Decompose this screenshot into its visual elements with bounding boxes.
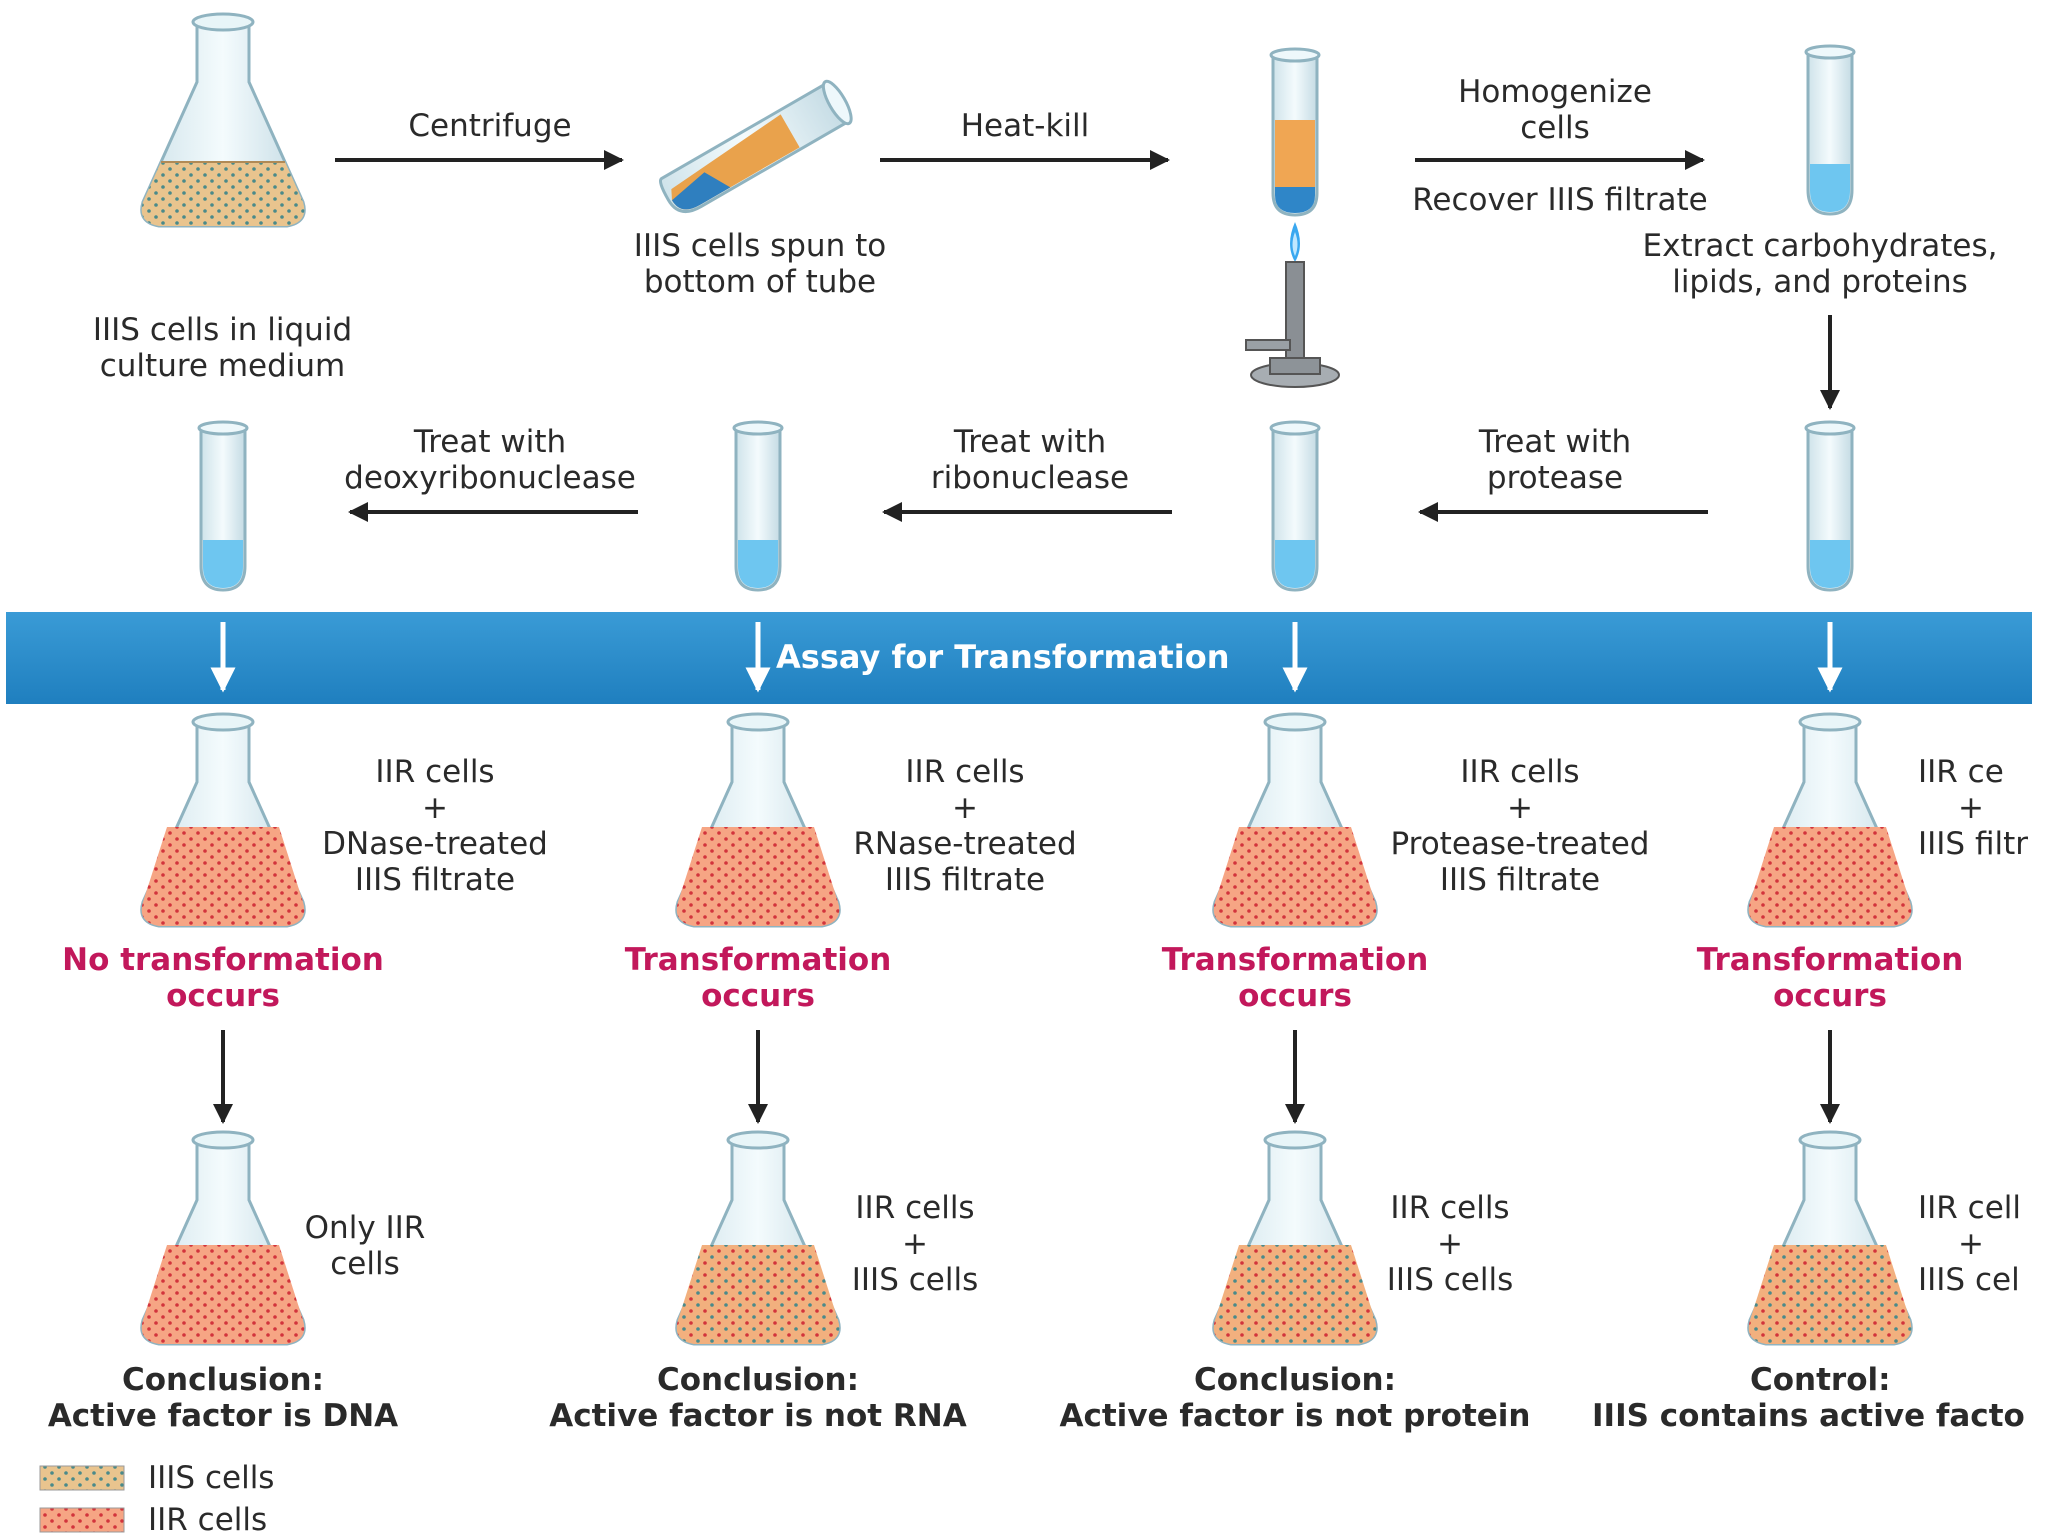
col4-result: Transformation occurs	[1696, 942, 1964, 1014]
col3-mix: IIR cells + Protease-treated IIIS filtra…	[1390, 754, 1650, 898]
heat-kill-label: Heat-kill	[960, 108, 1090, 144]
tube-row2-1	[197, 420, 249, 592]
recover-label: Recover IIIS filtrate	[1412, 182, 1708, 218]
band-title: Assay for Transformation	[776, 638, 1230, 676]
protease-label: Treat with protease	[1478, 424, 1632, 496]
col3-final: IIR cells + IIIS cells	[1386, 1190, 1514, 1298]
bunsen-burner	[1245, 222, 1340, 388]
centrifuge-label: Centrifuge	[408, 108, 572, 144]
flask-row3-4	[1747, 712, 1913, 928]
legend-r-label: IIR cells	[148, 1502, 268, 1538]
filtrate-tube	[1804, 44, 1856, 216]
col1-result: No transformation occurs	[62, 942, 384, 1014]
flask-row4-1	[140, 1130, 306, 1346]
start-label: IIIS cells in liquid culture medium	[92, 312, 353, 384]
flask-row4-3	[1212, 1130, 1378, 1346]
col1-conclusion: Conclusion: Active factor is DNA	[47, 1362, 399, 1434]
deoxyribonuclease-label: Treat with deoxyribonuclease	[344, 424, 636, 496]
tube-row2-2	[732, 420, 784, 592]
tube-row2-3	[1269, 420, 1321, 592]
col2-conclusion: Conclusion: Active factor is not RNA	[549, 1362, 967, 1434]
col2-mix: IIR cells + RNase-treated IIIS filtrate	[853, 754, 1077, 898]
flask-row3-1	[140, 712, 306, 928]
flask-row4-4	[1747, 1130, 1913, 1346]
col2-result: Transformation occurs	[624, 942, 892, 1014]
start-flask	[140, 12, 306, 228]
ribonuclease-label: Treat with ribonuclease	[930, 424, 1130, 496]
col1-mix: IIR cells + DNase-treated IIIS filtrate	[322, 754, 548, 898]
flask-row3-3	[1212, 712, 1378, 928]
extract-label: Extract carbohydrates, lipids, and prote…	[1642, 228, 1998, 300]
band-arrows	[210, 622, 1843, 693]
spun-tube	[659, 79, 853, 213]
homogenize-label: Homogenize cells	[1458, 74, 1652, 146]
col4-mix: IIR ce + IIIS filtr	[1918, 754, 2028, 862]
flask-row3-2	[675, 712, 841, 928]
assay-band	[6, 612, 2048, 704]
col1-final: Only IIR cells	[304, 1210, 426, 1282]
flask-row4-2	[675, 1130, 841, 1346]
legend-s-label: IIIS cells	[148, 1460, 275, 1496]
right-edge-mask	[2032, 0, 2048, 1536]
col2-final: IIR cells + IIIS cells	[851, 1190, 979, 1298]
legend-swatch-s	[39, 1465, 125, 1491]
col4-conclusion: Control: IIIS contains active facto	[1592, 1362, 2025, 1434]
legend-swatch-r	[39, 1507, 125, 1533]
heated-tube	[1269, 47, 1321, 217]
col3-result: Transformation occurs	[1161, 942, 1429, 1014]
spun-label: IIIS cells spun to bottom of tube	[633, 228, 887, 300]
col4-final: IIR cell + IIIS cel	[1918, 1190, 2022, 1298]
tube-row2-4	[1804, 420, 1856, 592]
col3-conclusion: Conclusion: Active factor is not protein	[1059, 1362, 1531, 1434]
